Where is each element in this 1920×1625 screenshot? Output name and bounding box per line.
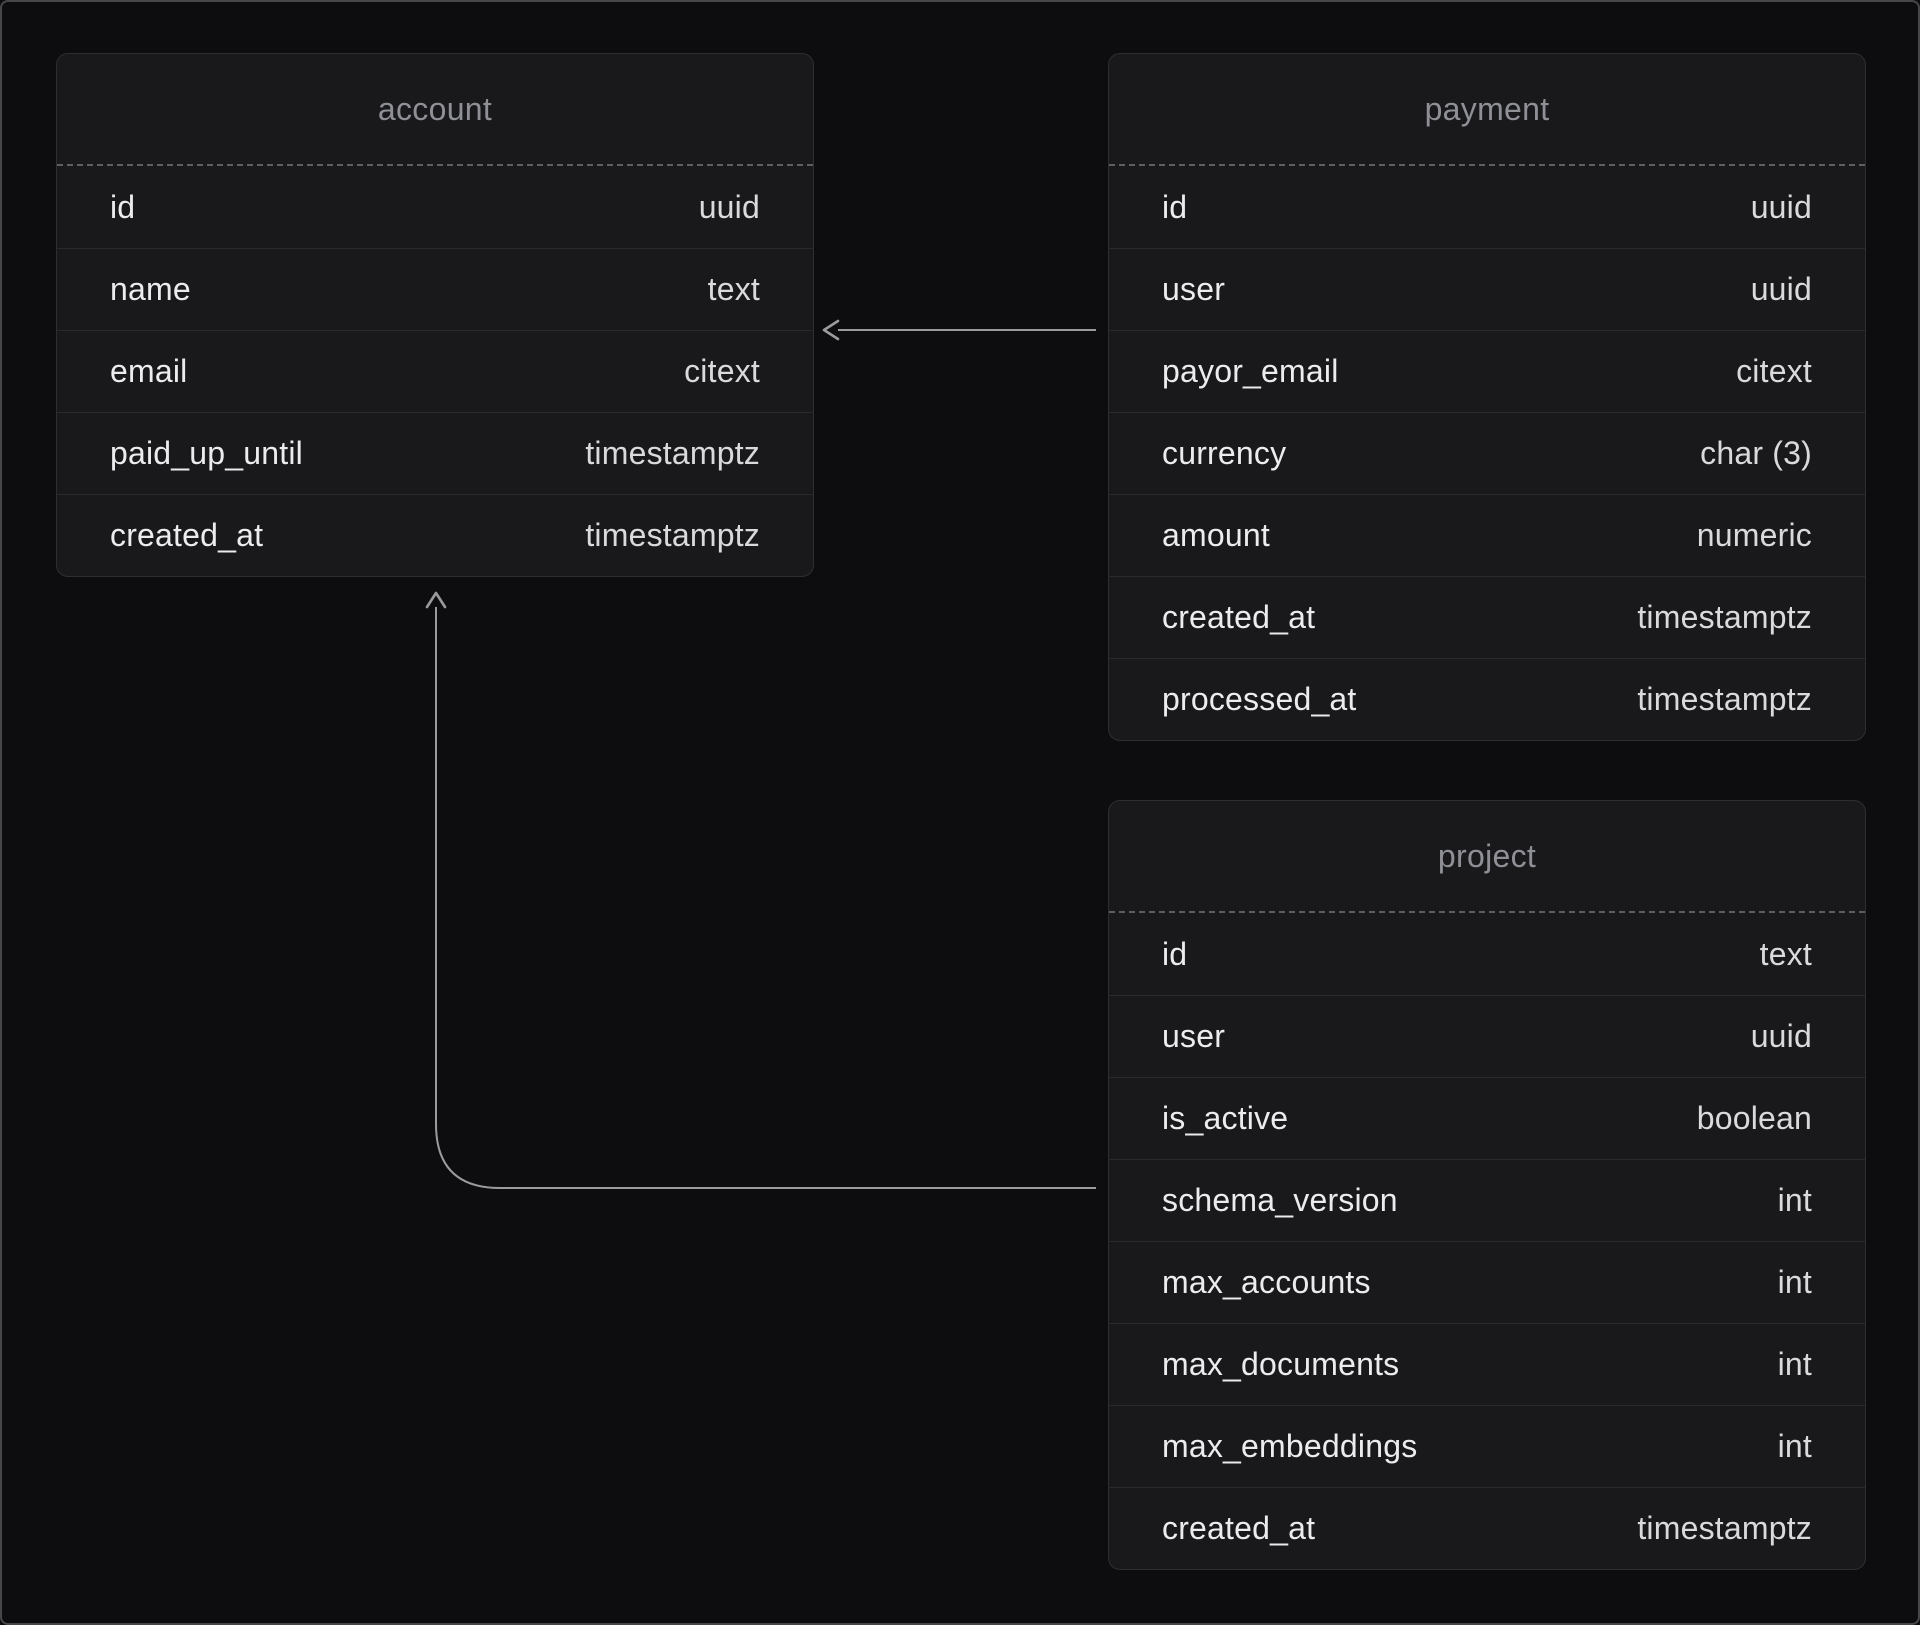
field-row: max_embeddings int xyxy=(1109,1405,1865,1487)
field-rows: id text user uuid is_active boolean schema_ver… xyxy=(1109,913,1865,1569)
table-title: account xyxy=(57,54,813,166)
field-name: payor_email xyxy=(1162,353,1339,389)
field-type: uuid xyxy=(1750,271,1812,307)
field-row: max_accounts int xyxy=(1109,1241,1865,1323)
field-row: amount numeric xyxy=(1109,494,1865,576)
field-type: citext xyxy=(1736,353,1812,389)
field-name: paid_up_until xyxy=(110,435,303,471)
field-name: user xyxy=(1162,271,1226,307)
field-name: user xyxy=(1162,1018,1226,1054)
field-name: email xyxy=(110,353,188,389)
field-name: processed_at xyxy=(1162,681,1357,717)
field-row: created_at timestamptz xyxy=(1109,1487,1865,1569)
field-name: name xyxy=(110,271,191,307)
field-type: int xyxy=(1777,1428,1812,1464)
field-type: timestamptz xyxy=(585,517,760,553)
edge-payment-to-account-arrowhead-icon xyxy=(822,319,840,341)
edge-project-to-account-arrowhead-icon xyxy=(425,591,447,609)
field-name: id xyxy=(110,188,136,225)
field-name: schema_version xyxy=(1162,1182,1398,1218)
table-title: project xyxy=(1109,801,1865,913)
field-type: text xyxy=(707,271,760,307)
field-name: max_accounts xyxy=(1162,1264,1371,1300)
field-name: max_documents xyxy=(1162,1346,1400,1382)
field-name: id xyxy=(1162,188,1188,225)
field-type: timestamptz xyxy=(585,435,760,471)
field-name: amount xyxy=(1162,517,1270,553)
field-type: int xyxy=(1777,1182,1812,1218)
field-row: user uuid xyxy=(1109,248,1865,330)
field-row: currency char (3) xyxy=(1109,412,1865,494)
field-row: max_documents int xyxy=(1109,1323,1865,1405)
field-name: created_at xyxy=(110,517,264,553)
field-row: is_active boolean xyxy=(1109,1077,1865,1159)
field-row: payor_email citext xyxy=(1109,330,1865,412)
field-row: schema_version int xyxy=(1109,1159,1865,1241)
field-name: created_at xyxy=(1162,599,1316,635)
field-type: uuid xyxy=(1750,188,1812,225)
field-row: name text xyxy=(57,248,813,330)
field-type: uuid xyxy=(698,188,760,225)
field-row: id uuid xyxy=(57,166,813,248)
field-type: timestamptz xyxy=(1637,681,1812,717)
field-row: user uuid xyxy=(1109,995,1865,1077)
table-title: payment xyxy=(1109,54,1865,166)
field-type: timestamptz xyxy=(1637,1510,1812,1546)
field-name: id xyxy=(1162,935,1188,972)
table-node-account[interactable]: account id uuid name text email citext paid_up… xyxy=(56,53,814,577)
field-type: char (3) xyxy=(1700,435,1812,471)
field-type: numeric xyxy=(1696,517,1812,553)
field-type: boolean xyxy=(1696,1100,1812,1136)
field-name: currency xyxy=(1162,435,1287,471)
field-type: int xyxy=(1777,1346,1812,1382)
field-row: created_at timestamptz xyxy=(1109,576,1865,658)
field-type: citext xyxy=(684,353,760,389)
table-node-payment[interactable]: payment id uuid user uuid payor_email citext c… xyxy=(1108,53,1866,741)
field-type: uuid xyxy=(1750,1018,1812,1054)
field-row: paid_up_until timestamptz xyxy=(57,412,813,494)
field-row: created_at timestamptz xyxy=(57,494,813,576)
table-node-project[interactable]: project id text user uuid is_active boolean sc… xyxy=(1108,800,1866,1570)
field-row: email citext xyxy=(57,330,813,412)
field-name: max_embeddings xyxy=(1162,1428,1418,1464)
field-type: timestamptz xyxy=(1637,599,1812,635)
field-row: id text xyxy=(1109,913,1865,995)
field-row: processed_at timestamptz xyxy=(1109,658,1865,740)
field-row: id uuid xyxy=(1109,166,1865,248)
field-type: int xyxy=(1777,1264,1812,1300)
edge-project-to-account xyxy=(435,607,1096,1189)
field-type: text xyxy=(1759,935,1812,972)
field-name: created_at xyxy=(1162,1510,1316,1546)
field-name: is_active xyxy=(1162,1100,1289,1136)
